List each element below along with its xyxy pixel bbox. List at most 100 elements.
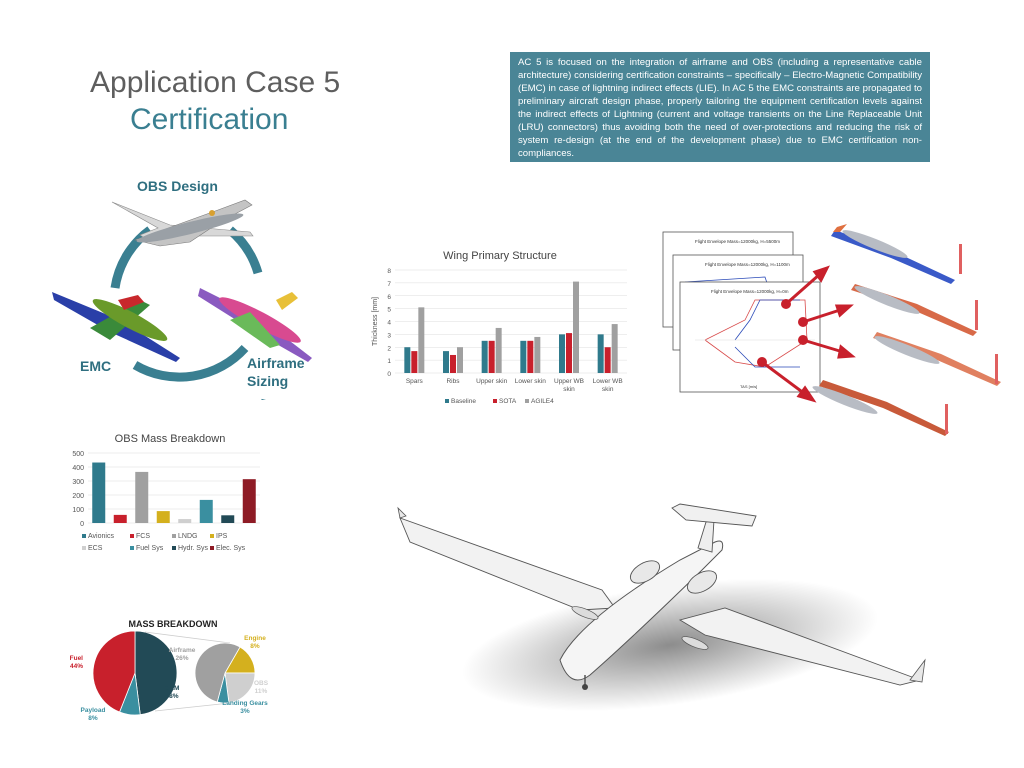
bar-baseline	[597, 334, 604, 373]
pie-label: Landing Gears	[222, 700, 268, 707]
y-tick-label: 100	[72, 507, 84, 514]
legend-swatch	[525, 399, 529, 403]
title-line-1: Application Case 5	[90, 66, 341, 99]
legend-swatch	[210, 546, 214, 550]
legend-swatch	[172, 534, 176, 538]
pie-label: Fuel	[70, 655, 84, 662]
bar-baseline	[559, 334, 565, 373]
pie-label: OBS	[254, 680, 269, 687]
wing-load-render-4	[812, 380, 949, 436]
flight-envelope-panels: Flight Envelope Mass=12000kg, H=5500m Fl…	[662, 224, 1001, 436]
aircraft-3d-render	[397, 503, 926, 712]
pie-pct-label: 26%	[175, 655, 188, 662]
wing-primary-structure-chart: Wing Primary Structure012345678Thickness…	[372, 250, 627, 405]
pie-label: Engine	[244, 635, 266, 642]
y-tick-label: 5	[387, 307, 391, 314]
svg-text:Flight Envelope Mass=12000kg,: Flight Envelope Mass=12000kg, H=5500m	[695, 239, 780, 244]
legend-label: Baseline	[451, 398, 476, 405]
y-tick-label: 300	[72, 479, 84, 486]
x-tick-label: Upper WB	[554, 378, 584, 385]
bar-hydr-sys	[221, 515, 235, 523]
bar-sota	[566, 333, 572, 373]
legend-swatch	[130, 534, 134, 538]
pie-pct-label: 48%	[165, 693, 178, 700]
design-cycle-diagram: OBS Design EMC Airframe Sizing	[52, 178, 312, 400]
bar-sota	[604, 347, 611, 373]
envelope-arrows	[761, 265, 856, 403]
mass-breakdown-pie-chart: MASS BREAKDOWNFuel44%Payload8%OEM48%Airf…	[70, 619, 269, 722]
y-tick-label: 200	[72, 493, 84, 500]
description-box: AC 5 is focused on the integration of ai…	[510, 52, 930, 162]
legend-label: FCS	[136, 533, 150, 540]
airframe-sizing-aircraft-image	[198, 288, 312, 362]
bar-baseline	[404, 347, 411, 373]
bar-agile4	[534, 336, 541, 373]
x-tick-label: Lower WB	[593, 378, 623, 385]
wing-load-render-2	[851, 284, 977, 336]
y-tick-label: 6	[387, 294, 391, 301]
bar-ips	[156, 511, 170, 523]
bar-fuel-sys	[199, 499, 213, 523]
legend-label: AGILE4	[531, 398, 554, 405]
pie-pct-label: 44%	[70, 663, 83, 670]
bar-ecs	[178, 519, 192, 523]
x-tick-label: Lower skin	[515, 378, 546, 385]
pie-pct-label: 8%	[88, 715, 98, 722]
y-tick-label: 0	[387, 371, 391, 378]
bar-agile4	[495, 327, 502, 373]
bar-agile4	[418, 307, 425, 373]
legend-label: SOTA	[499, 398, 517, 405]
legend-swatch	[493, 399, 497, 403]
cycle-label-airframe: Airframe	[247, 355, 305, 371]
y-tick-label: 1	[387, 358, 391, 365]
cycle-label-sizing: Sizing	[247, 373, 288, 389]
legend-swatch	[130, 546, 134, 550]
bar-sota	[450, 354, 456, 373]
flight-envelope-panel-front: Flight Envelope Mass=12000kg, H=0m TAS […	[679, 281, 821, 393]
pie-label: Payload	[81, 707, 106, 714]
legend-label: Hydr. Sys	[178, 545, 208, 552]
legend-label: Fuel Sys	[136, 545, 164, 552]
legend-swatch	[172, 546, 176, 550]
pie-pct-label: 3%	[240, 708, 250, 715]
x-tick-label: Ribs	[446, 378, 460, 385]
bar-sota	[488, 340, 495, 373]
legend-swatch	[82, 546, 86, 550]
pie-label: Airframe	[169, 647, 196, 654]
connector-line	[154, 702, 231, 712]
wing-load-render-3	[873, 332, 1001, 386]
x-tick-label: Upper skin	[476, 378, 507, 385]
legend-label: Elec. Sys	[216, 545, 246, 552]
bar-sota	[527, 340, 534, 373]
cycle-label-obs-design: OBS Design	[137, 178, 218, 194]
y-tick-label: 2	[387, 345, 391, 352]
x-tick-label: skin	[602, 386, 614, 393]
emc-aircraft-image	[52, 292, 180, 362]
legend-swatch	[210, 534, 214, 538]
x-tick-label: Spars	[406, 378, 424, 385]
pie-slice-fuel	[92, 630, 136, 713]
y-tick-label: 0	[80, 521, 84, 528]
bar-avionics	[92, 462, 106, 523]
bar-fcs	[113, 514, 127, 523]
bar-elec-sys	[242, 479, 256, 523]
color-legend-bars	[945, 244, 998, 434]
svg-text:TAS [m/s]: TAS [m/s]	[740, 384, 757, 389]
pie-pct-label: 8%	[250, 643, 260, 650]
wing-load-render-1	[831, 224, 955, 284]
title-line-2: Certification	[130, 103, 289, 136]
bar-agile4	[611, 324, 618, 373]
pie-pct-label: 11%	[255, 688, 268, 695]
y-tick-label: 8	[387, 268, 391, 275]
legend-label: Avionics	[88, 533, 114, 540]
bar-baseline	[520, 340, 527, 373]
chart-title: OBS Mass Breakdown	[115, 433, 226, 445]
pie-slice-airframe	[194, 642, 241, 703]
bar-lndg	[135, 471, 149, 523]
bar-agile4	[573, 281, 579, 373]
cycle-label-emc: EMC	[80, 358, 111, 374]
pie-label: OEM	[165, 685, 180, 692]
legend-label: LNDG	[178, 533, 197, 540]
bar-agile4	[457, 347, 463, 373]
bar-sota	[411, 351, 418, 373]
